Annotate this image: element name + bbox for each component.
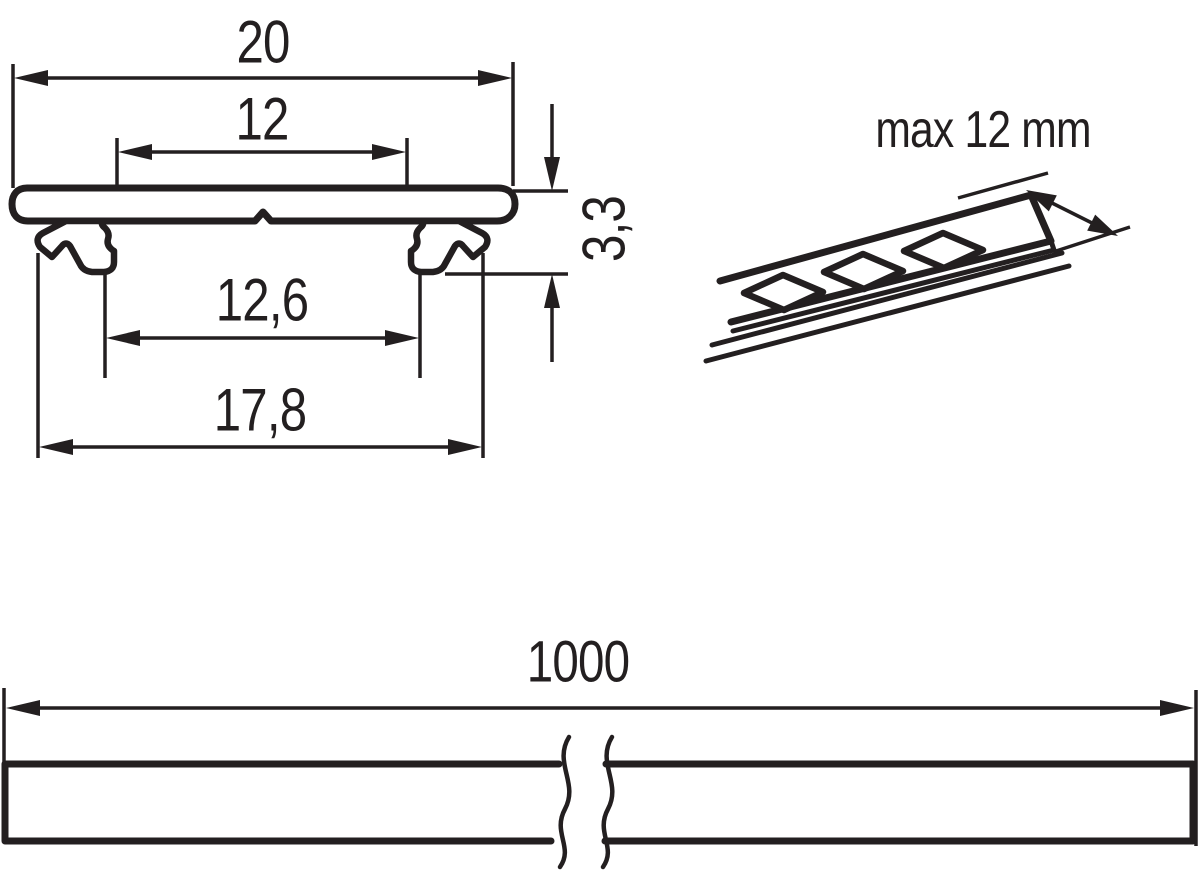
strip-width-arrow [957,171,1131,254]
dim-label-1000: 1000 [526,629,630,695]
profile-cross-section [8,184,519,276]
dimension-1000 [2,688,1198,846]
dim-label-12: 12 [235,85,289,153]
dimension-12 [115,138,409,186]
dimension-3-3 [445,104,568,362]
profile-lid-outline [8,184,519,225]
dim-label-17-8: 17,8 [213,376,307,444]
profile-bar-outline [1,760,1197,845]
dim-label-20: 20 [236,8,290,76]
led-window [740,271,827,314]
led-strip-icon [703,171,1131,364]
strip-face-edges [716,191,1055,326]
strip-backing-lines [703,250,1072,364]
dim-label-12-6: 12,6 [215,266,309,334]
dim-label-3-3: 3,3 [570,196,638,262]
dimension-12-6 [103,272,422,378]
profile-clip-right [411,221,487,272]
led-window [900,229,987,272]
break-symbol [557,734,615,870]
dimension-17-8 [36,253,485,458]
dimension-20 [11,62,515,188]
led-strip-max-width-label: max 12 mm [875,101,1091,159]
profile-clip-left [34,217,118,276]
led-window [820,250,907,293]
profile-length-view [1,688,1198,870]
